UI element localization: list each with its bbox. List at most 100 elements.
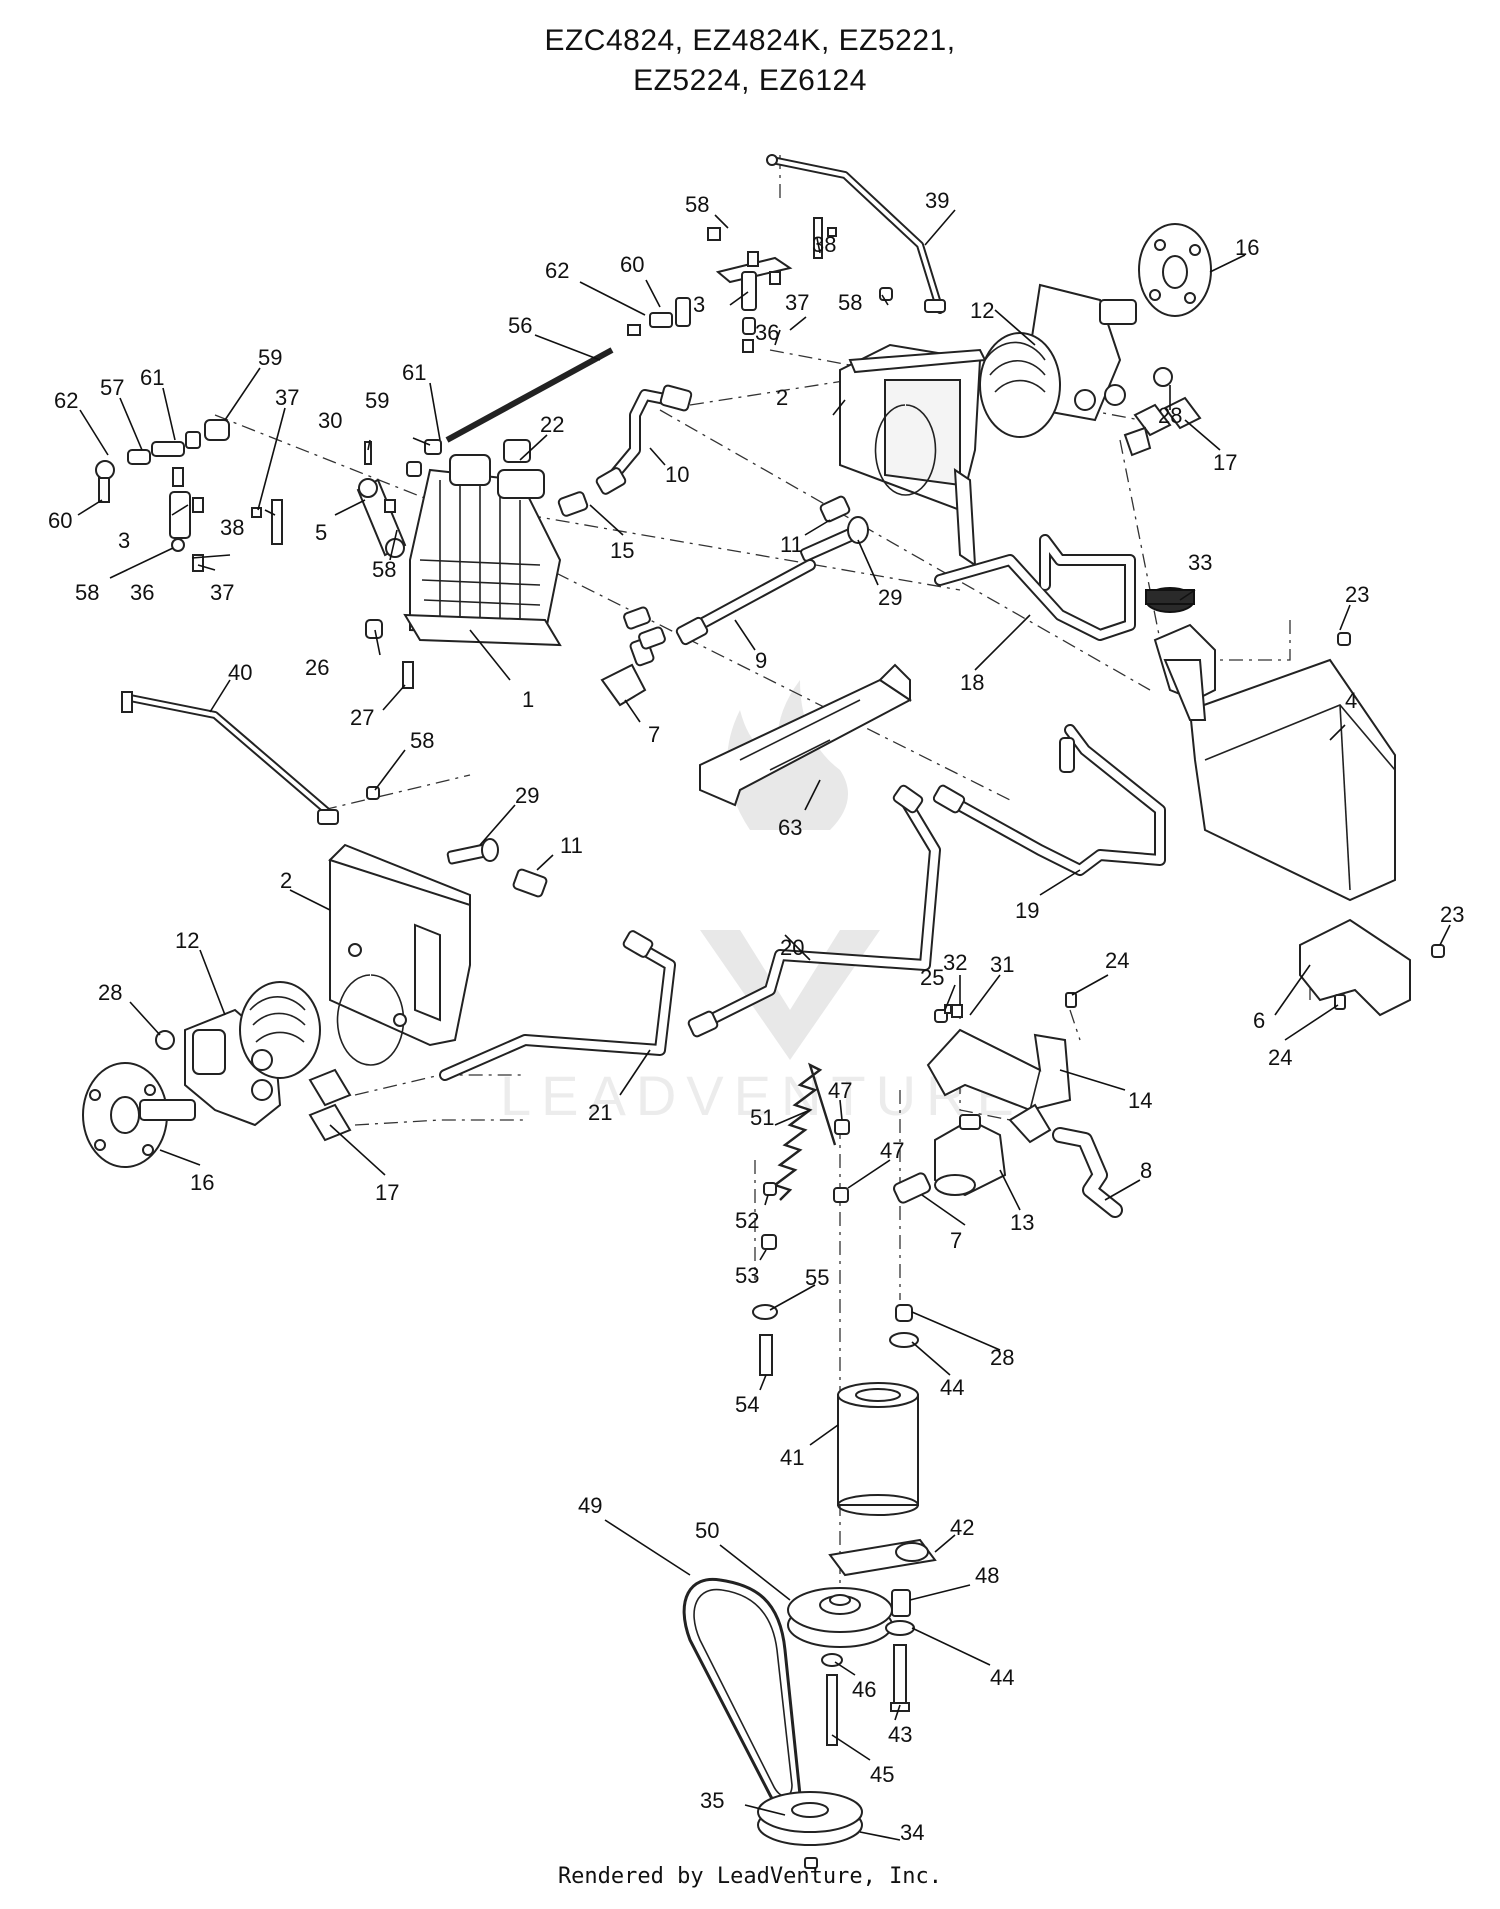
callout-33: 33 <box>1188 550 1212 575</box>
callout-38: 38 <box>812 232 836 257</box>
motor-bracket-lower <box>328 843 471 1066</box>
callout-5: 5 <box>315 520 327 545</box>
hydraulic-hose-10 <box>595 384 693 495</box>
callout-51: 51 <box>750 1105 774 1130</box>
callout-18: 18 <box>960 670 984 695</box>
callout-17: 17 <box>375 1180 399 1205</box>
callout-1: 1 <box>522 687 534 712</box>
callout-52: 52 <box>735 1208 759 1233</box>
hydraulic-hose-18 <box>934 534 1136 641</box>
control-rod-40 <box>121 691 380 825</box>
callout-23: 23 <box>1345 582 1369 607</box>
filter-mount-bracket <box>926 1028 1072 1112</box>
callout-37: 37 <box>785 290 809 315</box>
callout-15: 15 <box>610 538 634 563</box>
filter-head <box>934 1114 1007 1197</box>
callout-58: 58 <box>372 557 396 582</box>
callout-59: 59 <box>258 345 282 370</box>
diagram-title-line-1: EZC4824, EZ4824K, EZ5221, <box>544 24 956 57</box>
callout-37: 37 <box>210 580 234 605</box>
hydraulic-hose-19 <box>932 724 1166 876</box>
washer-44-lower <box>885 1620 915 1636</box>
bolts-24 <box>1065 992 1346 1010</box>
callout-28: 28 <box>98 980 122 1005</box>
callout-numbers: 58 62 60 56 3 37 36 38 39 58 12 16 2 28 … <box>48 188 1464 1845</box>
callout-7: 7 <box>648 722 660 747</box>
watermark-text: LEADVENTURE <box>500 1064 1024 1127</box>
hydrostatic-pump <box>403 439 562 647</box>
callout-60: 60 <box>48 508 72 533</box>
callout-43: 43 <box>888 1722 912 1747</box>
callout-9: 9 <box>755 648 767 673</box>
callout-14: 14 <box>1128 1088 1152 1113</box>
callout-4: 4 <box>1345 688 1357 713</box>
callout-36: 36 <box>130 580 154 605</box>
hydraulic-hose-21 <box>439 930 676 1081</box>
fittings-upper-right <box>1123 367 1202 457</box>
washer-55 <box>752 1304 778 1320</box>
wheel-hub-lower <box>82 1062 196 1168</box>
washer-44-upper <box>889 1332 919 1348</box>
callout-7: 7 <box>950 1228 962 1253</box>
nut-34 <box>804 1857 818 1869</box>
callout-22: 22 <box>540 412 564 437</box>
callout-36: 36 <box>755 320 779 345</box>
wheel-motor-lower <box>184 981 321 1127</box>
callout-62: 62 <box>54 388 78 413</box>
callout-44: 44 <box>990 1665 1014 1690</box>
callout-47: 47 <box>880 1138 904 1163</box>
callout-29: 29 <box>515 783 539 808</box>
callout-35: 35 <box>700 1788 724 1813</box>
callout-37: 37 <box>275 385 299 410</box>
fittings-17-lower <box>308 1068 352 1142</box>
callout-44: 44 <box>940 1375 964 1400</box>
callout-16: 16 <box>190 1170 214 1195</box>
callout-56: 56 <box>508 313 532 338</box>
callout-3: 3 <box>118 528 130 553</box>
callout-19: 19 <box>1015 898 1039 923</box>
control-arm <box>356 461 422 558</box>
callout-11: 11 <box>780 532 803 557</box>
callout-53: 53 <box>735 1263 759 1288</box>
callout-41: 41 <box>780 1445 804 1470</box>
pump-fasteners <box>365 619 414 689</box>
callout-61: 61 <box>402 360 426 385</box>
callout-11: 11 <box>560 833 583 858</box>
bolt-29-lower <box>446 838 499 865</box>
callout-12: 12 <box>175 928 199 953</box>
bolt-45 <box>826 1674 838 1746</box>
callout-31: 31 <box>990 952 1014 977</box>
callout-24: 24 <box>1268 1045 1292 1070</box>
spacer-48 <box>891 1589 911 1617</box>
callout-28: 28 <box>1158 403 1182 428</box>
callout-29: 29 <box>878 585 902 610</box>
callout-48: 48 <box>975 1563 999 1588</box>
callout-50: 50 <box>695 1518 719 1543</box>
callout-leader-lines <box>77 209 1451 1841</box>
callout-58: 58 <box>410 728 434 753</box>
nuts-23 <box>1337 632 1445 958</box>
callout-34: 34 <box>900 1820 924 1845</box>
fitting-11-lower <box>512 868 548 898</box>
bolt-43 <box>890 1644 910 1712</box>
callout-62: 62 <box>545 258 569 283</box>
ball-joint-left <box>95 460 115 503</box>
drive-pulley <box>757 1791 863 1846</box>
nut-28-filter <box>895 1304 913 1322</box>
fitting-7-lower <box>893 1172 931 1204</box>
callout-57: 57 <box>100 375 124 400</box>
callout-23: 23 <box>1440 902 1464 927</box>
mounting-bracket-63 <box>699 663 912 807</box>
callout-24: 24 <box>1105 948 1129 973</box>
hydraulic-reservoir <box>1153 623 1396 902</box>
callout-3: 3 <box>693 292 705 317</box>
fasteners-25-31-32 <box>934 1004 963 1023</box>
callout-32: 32 <box>943 950 967 975</box>
render-credit-footer: Rendered by LeadVenture, Inc. <box>557 1864 943 1889</box>
fittings-upper <box>557 491 851 523</box>
callout-58: 58 <box>838 290 862 315</box>
callout-38: 38 <box>220 515 244 540</box>
callout-28: 28 <box>990 1345 1014 1370</box>
callout-25: 25 <box>920 965 944 990</box>
reservoir-bracket <box>1299 918 1411 1017</box>
